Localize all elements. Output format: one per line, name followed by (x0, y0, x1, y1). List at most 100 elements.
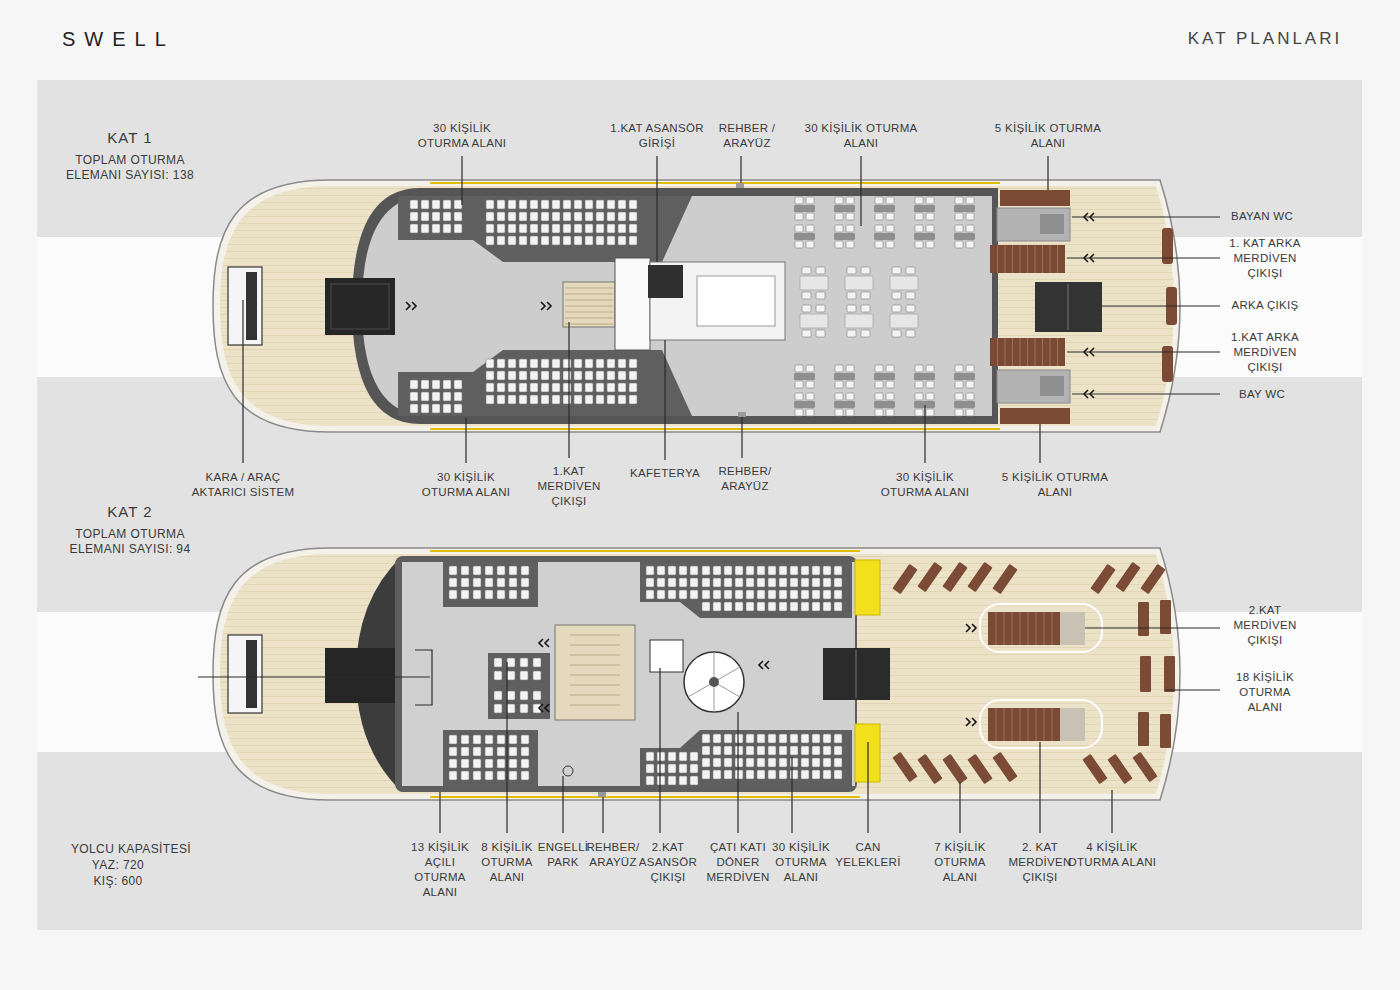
seat (421, 404, 429, 413)
direction-chevron (966, 718, 976, 726)
seat (486, 200, 494, 209)
label-slot: KAT 1 (70, 128, 190, 147)
seat (713, 746, 721, 755)
seat (541, 383, 549, 392)
stair-step (1004, 708, 1005, 741)
seat (802, 330, 811, 337)
table (834, 205, 855, 212)
seat (497, 212, 505, 221)
seat (461, 771, 469, 780)
seat (509, 590, 517, 599)
stair-step (570, 665, 620, 666)
callout-label: KAFETERYA (615, 466, 715, 481)
seat (834, 734, 842, 743)
seat (746, 590, 754, 599)
furniture (406, 197, 1175, 785)
seat (724, 734, 732, 743)
seat (520, 691, 528, 700)
callout-label: ÇATI KATI DÖNER MERDİVEN (700, 840, 776, 885)
label-slot: REHBER/ ARAYÜZ (710, 464, 780, 494)
seat (574, 236, 582, 245)
seat (892, 330, 901, 337)
seat (724, 602, 732, 611)
seat (875, 241, 883, 248)
seat (497, 395, 505, 404)
seat (875, 197, 883, 204)
seat (449, 578, 457, 587)
ship-hull (213, 548, 1180, 800)
seat (834, 578, 842, 587)
seat (530, 200, 538, 209)
ship-hull (430, 796, 860, 798)
seat (497, 236, 505, 245)
stair-step (1012, 338, 1013, 366)
seat (668, 752, 676, 761)
seat (955, 393, 963, 400)
seat (521, 566, 529, 575)
seat (486, 383, 494, 392)
seat (713, 590, 721, 599)
seat (507, 704, 515, 713)
deck-two-interior (598, 792, 606, 797)
seat (835, 197, 843, 204)
seat (757, 602, 765, 611)
seat (834, 746, 842, 755)
label-slot: 7 KİŞİLİK OTURMA ALANI (925, 840, 995, 885)
seat (835, 225, 843, 232)
stair-step (1044, 612, 1045, 645)
direction-chevron (539, 639, 549, 647)
leader-line (1067, 257, 1220, 258)
seat (846, 393, 854, 400)
seat (432, 224, 440, 233)
seat (779, 566, 787, 575)
callout-label: 5 KİŞİLİK OTURMA ALANI (990, 470, 1120, 500)
callout-label: 1.KAT ASANSÖR GİRİŞİ (602, 121, 712, 151)
seat (735, 770, 743, 779)
deck-two-interior (823, 648, 890, 700)
label-slot: 1.KAT ARKA MERDİVEN ÇIKIŞI (1220, 330, 1310, 375)
deck-two-interior (688, 652, 740, 712)
seat (835, 241, 843, 248)
seat (657, 752, 665, 761)
seat (892, 305, 901, 312)
seat (702, 746, 710, 755)
seat (486, 212, 494, 221)
seat (779, 746, 787, 755)
deck-two-interior (325, 648, 395, 703)
seat (520, 658, 528, 667)
seat (629, 383, 637, 392)
seat (449, 566, 457, 575)
leader-line (860, 156, 861, 226)
seat (816, 330, 825, 337)
bench (967, 754, 992, 784)
seat (497, 371, 505, 380)
seat (646, 776, 654, 785)
deck-two-interior (855, 560, 880, 615)
callout-label: BAY WC (1217, 387, 1307, 402)
seat (779, 590, 787, 599)
seat (757, 734, 765, 743)
deck-one-interior (228, 183, 1177, 424)
bench (1138, 712, 1149, 746)
seat (735, 746, 743, 755)
seat (618, 200, 626, 209)
seat (702, 758, 710, 767)
seat (875, 213, 883, 220)
seat (497, 383, 505, 392)
seat (521, 771, 529, 780)
seat (563, 371, 571, 380)
bench (942, 562, 967, 592)
seat (574, 200, 582, 209)
leader-line (1111, 790, 1112, 833)
seat (520, 671, 528, 680)
seat (735, 734, 743, 743)
seat (552, 224, 560, 233)
leader-line (664, 340, 665, 460)
seat (449, 759, 457, 768)
seat (847, 292, 856, 299)
leader-line (562, 776, 563, 833)
seat (607, 236, 615, 245)
seat (521, 735, 529, 744)
seat (679, 752, 687, 761)
deck-one-interior (362, 196, 992, 416)
